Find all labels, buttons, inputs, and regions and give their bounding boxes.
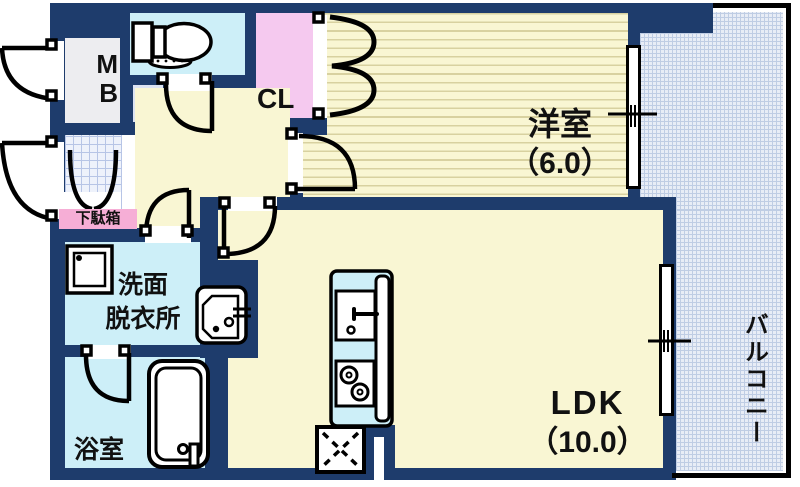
top-right-wall [628, 3, 713, 33]
kitchen-stub-slit [374, 437, 384, 480]
washroom-door-gap [145, 226, 191, 243]
balcony-label: バルコニー [740, 312, 768, 447]
balcony-floor-upper [640, 12, 783, 210]
closet-label: CL [257, 83, 295, 114]
entrance-partition [122, 135, 135, 218]
cl-left-wall [245, 13, 256, 118]
cl-door-opening [313, 15, 327, 118]
shoe-cabinet-label: 下駄箱 [59, 209, 137, 229]
western-room-label: 洋室（6.0） [509, 106, 611, 180]
western-door-gap [288, 133, 303, 193]
ldk-label: LDK（10.0） [528, 384, 647, 459]
mb-door-swing-icon [0, 38, 58, 102]
washroom-label: 洗面脱衣所 [105, 271, 181, 333]
room-meter-box [65, 38, 120, 123]
ldk-door-gap [228, 197, 277, 211]
room-toilet [130, 13, 245, 75]
bathroom-label: 浴室 [74, 436, 125, 464]
bathroom-door-gap [84, 345, 131, 359]
room-ldk [218, 210, 663, 468]
entrance-door-swing-icon [0, 135, 58, 222]
toilet-door-gap [166, 74, 212, 91]
bathroom-right-wall [205, 340, 228, 468]
hallway-lower [135, 197, 200, 228]
entrance-door-gap [50, 142, 64, 219]
mb-door-gap [50, 41, 64, 100]
